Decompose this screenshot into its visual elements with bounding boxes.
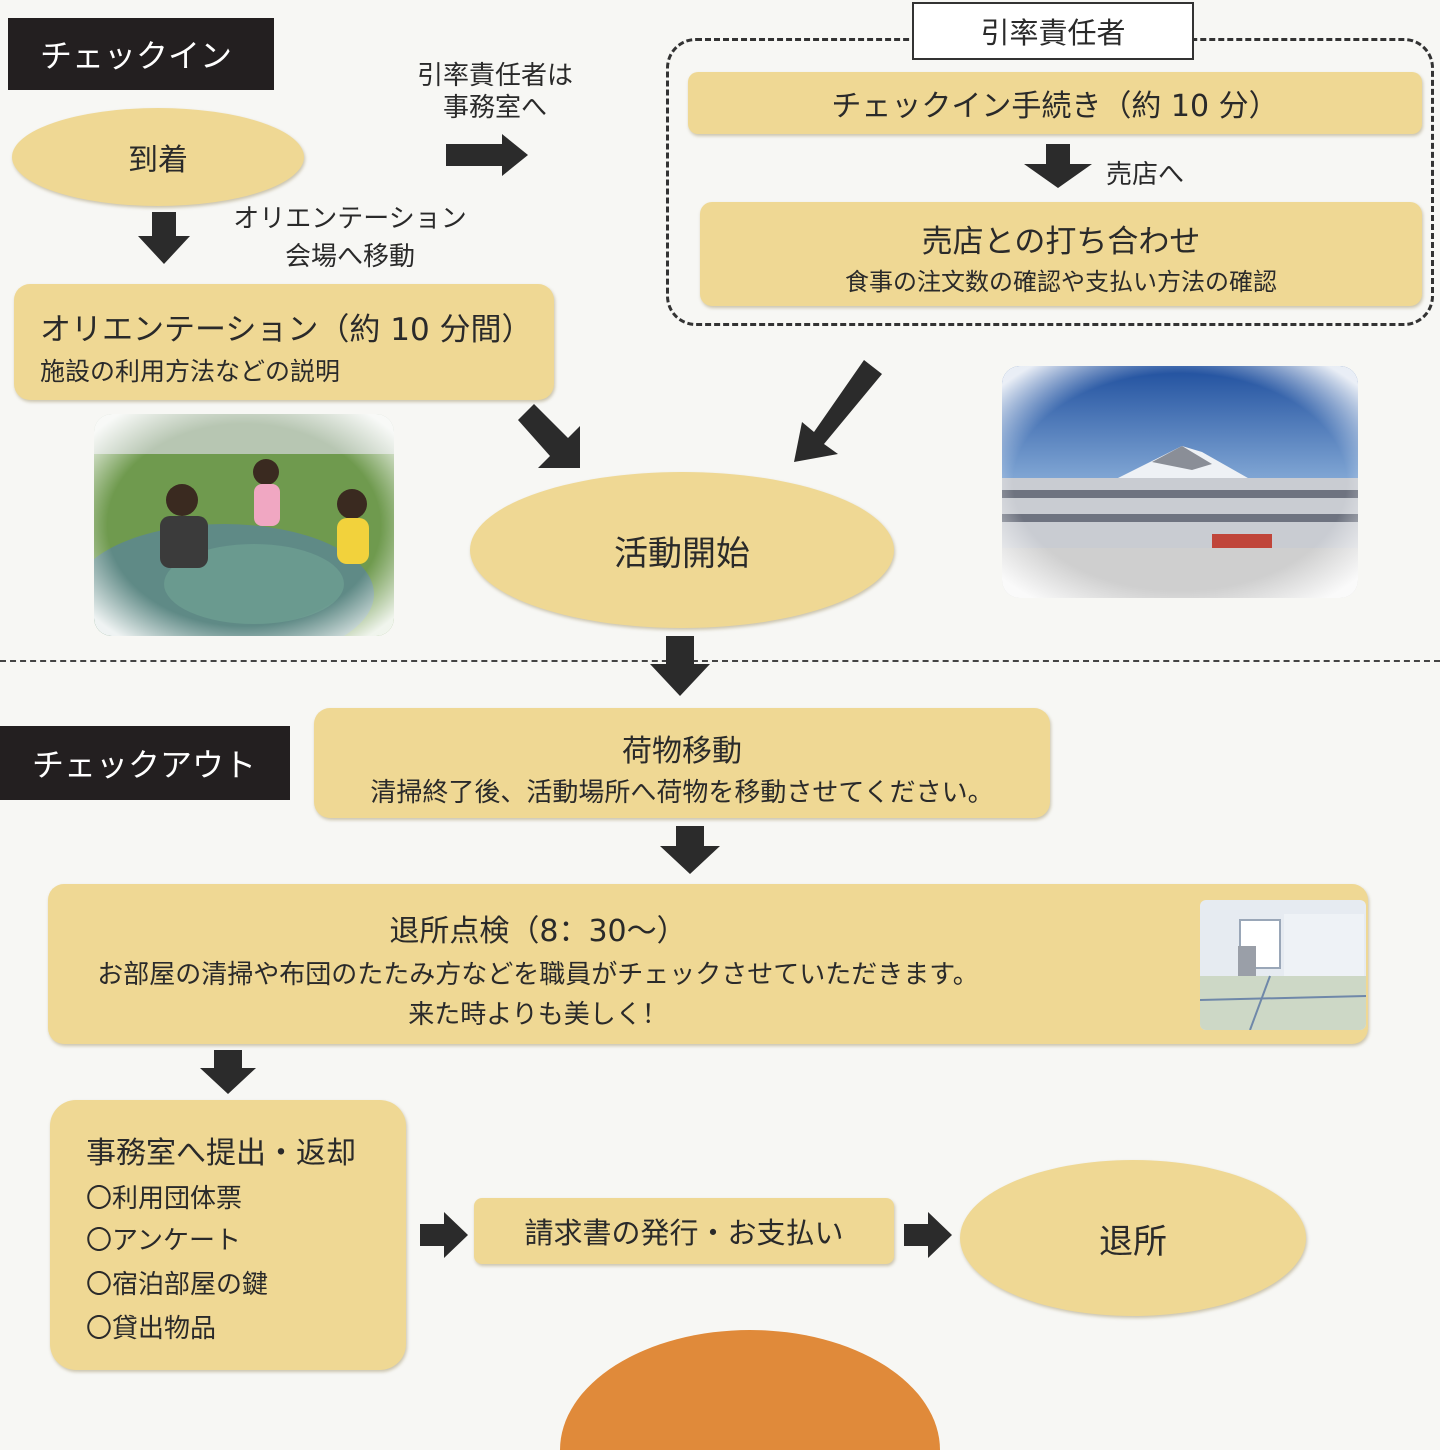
checkout-tag-label: チェックアウト — [32, 746, 257, 784]
leader-heading-label: 引率責任者 — [980, 16, 1126, 50]
return-to-office-box: 事務室へ提出・返却 〇利用団体票 〇アンケート 〇宿泊部屋の鍵 〇貸出物品 — [50, 1100, 406, 1370]
activity-start-label: 活動開始 — [614, 533, 750, 574]
facility-building-photo — [1002, 366, 1358, 598]
note-move-line-1: オリエンテーション — [233, 204, 467, 234]
checkin-procedure-box: チェックイン手続き（約 10 分） — [688, 72, 1422, 134]
inspection-slogan: 来た時よりも美しく！ — [408, 1000, 668, 1030]
arrow-diag-shop-to-activity — [794, 360, 882, 462]
return-item-2: 〇アンケート — [86, 1226, 241, 1256]
arrow-down-to-shop — [1024, 144, 1092, 188]
inspection-title: 退所点検（8：30〜） — [389, 914, 687, 949]
invoice-payment-label: 請求書の発行・お支払い — [524, 1216, 844, 1250]
room-illustration — [1200, 900, 1366, 1030]
inspection-detail: お部屋の清掃や布団のたたみ方などを職員がチェックさせていただきます。 — [97, 960, 979, 990]
arrow-right-to-leader — [446, 134, 528, 176]
children-playing-illustration — [94, 414, 394, 636]
checkin-tag-label: チェックイン — [40, 37, 233, 75]
arrival-ellipse: 到着 — [12, 108, 304, 206]
arrow-down-to-luggage — [650, 636, 710, 696]
inspection-box: 退所点検（8：30〜） お部屋の清掃や布団のたたみ方などを職員がチェックさせてい… — [48, 884, 1368, 1044]
checkin-tag: チェックイン — [8, 18, 274, 90]
luggage-box: 荷物移動 清掃終了後、活動場所へ荷物を移動させてください。 — [314, 708, 1050, 818]
arrow-down-to-inspection — [660, 826, 720, 874]
shop-meeting-detail: 食事の注文数の確認や支払い方法の確認 — [845, 268, 1277, 296]
arrow-down-to-orientation — [138, 212, 190, 264]
orange-accent-shape — [560, 1330, 940, 1450]
note-leader-line-2: 事務室へ — [442, 93, 547, 123]
luggage-detail: 清掃終了後、活動場所へ荷物を移動させてください。 — [370, 778, 994, 808]
return-item-4: 〇貸出物品 — [86, 1314, 217, 1344]
return-item-1: 〇利用団体票 — [86, 1184, 243, 1214]
arrow-right-to-departure — [904, 1212, 952, 1258]
facility-building-illustration — [1002, 366, 1358, 598]
note-move-line-2: 会場へ移動 — [284, 242, 415, 272]
checkout-tag: チェックアウト — [0, 726, 290, 800]
return-to-office-title: 事務室へ提出・返却 — [86, 1136, 356, 1171]
orientation-box: オリエンテーション（約 10 分間） 施設の利用方法などの説明 — [14, 284, 554, 400]
arrow-diag-orientation-to-activity — [518, 404, 580, 468]
children-playing-photo — [94, 414, 394, 636]
shop-meeting-box: 売店との打ち合わせ 食事の注文数の確認や支払い方法の確認 — [700, 202, 1422, 306]
room-photo — [1200, 900, 1366, 1030]
note-move-orientation: オリエンテーション 会場へ移動 — [210, 200, 490, 276]
orientation-title: オリエンテーション（約 10 分間） — [40, 312, 533, 348]
departure-label: 退所 — [1099, 1221, 1167, 1262]
leader-heading: 引率責任者 — [912, 2, 1194, 60]
orientation-detail: 施設の利用方法などの説明 — [40, 357, 341, 386]
note-leader-to-office: 引率責任者は 事務室へ — [390, 60, 600, 124]
return-item-3: 〇宿泊部屋の鍵 — [86, 1270, 269, 1300]
shop-meeting-title: 売店との打ち合わせ — [921, 224, 1201, 260]
invoice-payment-box: 請求書の発行・お支払い — [474, 1198, 894, 1264]
checkin-procedure-label: チェックイン手続き（約 10 分） — [831, 89, 1279, 124]
arrival-label: 到着 — [128, 143, 188, 178]
departure-ellipse: 退所 — [960, 1160, 1306, 1316]
activity-start-ellipse: 活動開始 — [470, 472, 894, 628]
luggage-title: 荷物移動 — [622, 734, 742, 769]
section-divider — [0, 660, 1440, 662]
to-shop-label: 売店へ — [1106, 160, 1185, 190]
arrow-right-to-invoice — [420, 1212, 468, 1258]
arrow-down-to-office — [200, 1050, 256, 1094]
note-leader-line-1: 引率責任者は — [416, 61, 573, 91]
